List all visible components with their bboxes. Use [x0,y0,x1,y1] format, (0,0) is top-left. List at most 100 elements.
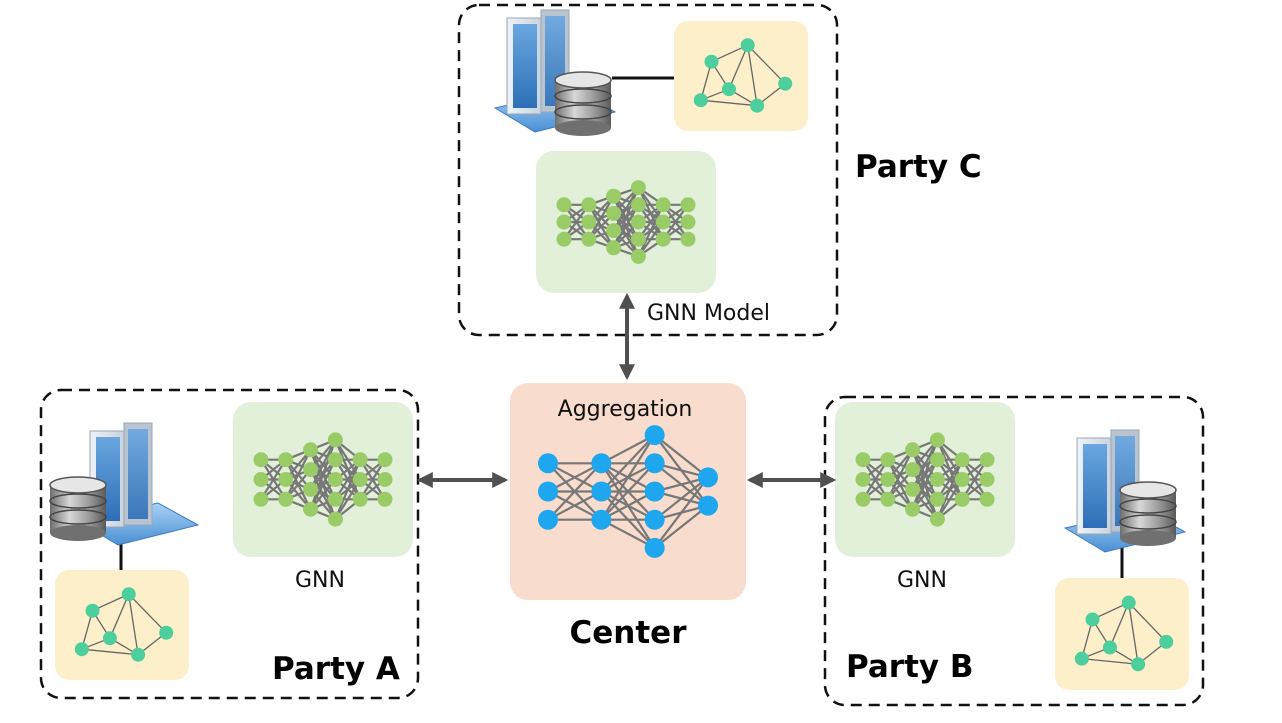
network-edge [653,476,709,549]
network-edge [911,459,939,510]
network-node [979,452,995,468]
graph-node [1131,657,1146,672]
network-node [327,472,343,487]
network-node [538,509,558,530]
network-node [538,453,558,474]
party-c-border [457,3,839,337]
graph-node [121,587,136,602]
network-node [630,248,646,264]
network-edge [936,478,964,520]
network-background [233,402,413,557]
network-edge [653,434,709,479]
network-node [644,481,665,502]
network-node [327,452,343,468]
network-node [591,509,612,530]
network-node [979,491,995,507]
network-node [352,452,368,468]
network-edge [284,449,312,500]
graph-edge [128,593,167,634]
database-icon [1119,481,1177,546]
network-node [855,491,871,507]
network-edge [334,459,362,500]
server-database-icon [1063,429,1187,553]
neural-network-icon [536,151,716,293]
network-node [929,491,945,507]
network-node [352,472,368,487]
network-edge [911,439,939,490]
party-b-border [823,395,1205,707]
center-aggregation-label: Aggregation [558,397,693,422]
graph-node [778,76,793,91]
network-edge [653,476,709,521]
network-node [880,472,896,487]
network-node [606,188,622,204]
network-node [954,452,970,468]
graph-node [1121,595,1136,610]
neural-network-icon [510,383,746,600]
neural-network-icon [233,402,413,557]
network-edge [309,459,337,510]
graph-edge [1128,602,1139,665]
network-edge [547,462,603,521]
network-node [606,240,622,256]
party-b: GNN Party B [823,395,1205,707]
graph-node [102,631,117,646]
network-node [327,432,343,448]
network-edge [547,490,602,521]
network-node [606,223,622,239]
graph-node [1074,651,1089,666]
graph-edge [747,44,786,85]
network-node [377,491,393,507]
network-edge [911,439,939,510]
graph-edge [128,594,139,655]
party-a-border [39,388,420,700]
network-node [905,462,921,478]
network-node [954,491,970,507]
network-node [630,197,646,213]
network-edge [961,459,988,500]
network-node [880,452,896,468]
graph-edge [728,44,749,90]
party-c: GNN Model Party C [457,3,982,337]
network-edge [600,434,656,493]
network-edge [334,459,362,520]
network-node [377,452,393,468]
network-edge [309,439,337,490]
network-edge [547,462,602,493]
graph-node [740,38,755,53]
network-node [698,495,718,516]
party-a-model-label: GNN [295,568,345,593]
network-node [278,491,294,507]
network-node [880,491,896,507]
network-node [680,214,696,230]
network-edge [600,462,656,521]
network-edge [600,490,656,521]
network-edge [587,195,615,240]
network-node [556,197,572,213]
network-node [929,511,945,527]
network-node [655,214,671,230]
graph-background [55,570,189,680]
database-icon [49,476,107,541]
server-icon [76,422,200,546]
network-node [655,197,671,213]
network-edge [637,204,665,257]
center-title: Center [570,615,688,651]
graph-node [1102,640,1117,655]
network-node [253,472,269,487]
network-node [855,472,871,487]
network-edge [309,439,337,510]
network-node [630,180,646,196]
network-node [556,214,572,230]
network-node [591,481,612,502]
party-a-title: Party A [272,651,400,687]
network-edge [862,459,889,500]
graph-edge [81,648,139,656]
network-node [538,481,558,502]
graph-node [693,93,708,108]
graph-background [1055,578,1189,690]
graph-background [674,21,808,131]
database-icon [554,71,612,136]
network-node [954,472,970,487]
network-edge [334,478,362,520]
